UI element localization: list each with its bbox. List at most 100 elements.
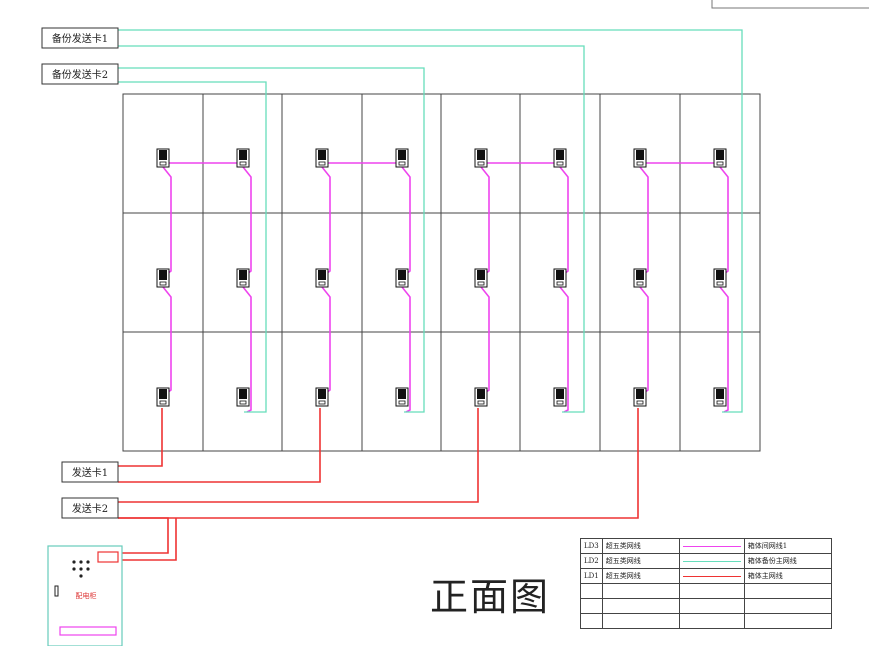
module-port [159, 281, 167, 286]
legend-cable: 超五类网线 [601, 568, 680, 584]
receiver-module [474, 148, 488, 168]
legend-code: LD1 [580, 568, 603, 584]
backup-card-2-label: 备份发送卡2 [52, 68, 108, 81]
legend-swatch [678, 568, 745, 584]
receiver-modules [156, 148, 727, 407]
wiring-lines [118, 29, 743, 561]
receiver-module [713, 148, 727, 168]
receiver-module [713, 387, 727, 407]
module-chip [239, 389, 247, 399]
receiver-module [156, 268, 170, 288]
module-chip [636, 270, 644, 280]
receiver-module [236, 268, 250, 288]
module-port [636, 161, 644, 166]
receiver-module [474, 268, 488, 288]
module-port [398, 281, 406, 286]
main-cable [118, 408, 479, 503]
module-port [716, 161, 724, 166]
module-chip [636, 389, 644, 399]
receiver-module [236, 387, 250, 407]
legend-cable: 超五类网线 [601, 538, 680, 554]
module-chip [556, 389, 564, 399]
module-chip [159, 389, 167, 399]
module-chip [477, 270, 485, 280]
backup-cable [118, 81, 267, 413]
module-port [636, 400, 644, 405]
send-card-2-label: 发送卡2 [72, 502, 108, 515]
receiver-module [633, 268, 647, 288]
main-cable [118, 408, 639, 519]
cabinet-grid [122, 93, 761, 452]
module-chip [318, 150, 326, 160]
module-chip [636, 150, 644, 160]
receiver-module [236, 148, 250, 168]
main-cable [118, 518, 177, 561]
module-chip [556, 270, 564, 280]
backup-card-1-box: 备份发送卡1 [41, 27, 119, 49]
module-port [477, 400, 485, 405]
send-card-1-box: 发送卡1 [61, 461, 119, 483]
legend-row: LD2 超五类网线 箱体备份主网线 [580, 553, 832, 569]
legend-line-label: 箱体间网线1 [743, 538, 832, 554]
send-card-2-box: 发送卡2 [61, 497, 119, 519]
module-port [318, 161, 326, 166]
distribution-box: 配电柜 [47, 545, 123, 646]
inter-cabinet-cable [719, 286, 729, 413]
legend-row-blank [580, 613, 832, 629]
distribution-box-label: 配电柜 [76, 591, 97, 600]
receiver-module [315, 148, 329, 168]
module-chip [239, 270, 247, 280]
module-port [477, 281, 485, 286]
send-card-1-label: 发送卡1 [72, 466, 108, 479]
legend-row-blank [580, 583, 832, 599]
module-chip [477, 150, 485, 160]
backup-card-2-box: 备份发送卡2 [41, 63, 119, 85]
main-cable [118, 408, 321, 483]
backup-cable [118, 67, 425, 413]
legend-swatch [678, 538, 745, 554]
legend-code: LD3 [580, 538, 603, 554]
module-port [239, 161, 247, 166]
inter-cabinet-cable [401, 286, 411, 413]
legend-swatch [678, 553, 745, 569]
module-port [477, 161, 485, 166]
receiver-module [474, 387, 488, 407]
module-chip [318, 389, 326, 399]
receiver-module [315, 268, 329, 288]
receiver-module [553, 148, 567, 168]
frame-corner [711, 0, 869, 9]
module-port [716, 281, 724, 286]
legend-row: LD1 超五类网线 箱体主网线 [580, 568, 832, 584]
module-port [556, 281, 564, 286]
module-chip [398, 150, 406, 160]
legend-line-label: 箱体备份主网线 [743, 553, 832, 569]
receiver-module [156, 387, 170, 407]
main-cable [118, 408, 163, 467]
legend-cable: 超五类网线 [601, 553, 680, 569]
module-chip [716, 389, 724, 399]
legend-row-blank [580, 598, 832, 614]
module-chip [556, 150, 564, 160]
page-title: 正面图 [430, 575, 551, 619]
module-chip [318, 270, 326, 280]
module-chip [159, 270, 167, 280]
module-chip [239, 150, 247, 160]
module-port [398, 400, 406, 405]
module-port [239, 281, 247, 286]
receiver-module [395, 148, 409, 168]
inter-cabinet-cable [559, 286, 569, 413]
backup-cable [118, 45, 585, 413]
backup-cable [118, 29, 743, 413]
module-port [318, 281, 326, 286]
receiver-module [553, 268, 567, 288]
main-cable [118, 517, 169, 554]
receiver-module [315, 387, 329, 407]
legend-row: LD3 超五类网线 箱体间网线1 [580, 538, 832, 554]
module-port [159, 400, 167, 405]
module-port [159, 161, 167, 166]
legend-line-label: 箱体主网线 [743, 568, 832, 584]
module-port [556, 161, 564, 166]
receiver-module [395, 387, 409, 407]
receiver-module [553, 387, 567, 407]
